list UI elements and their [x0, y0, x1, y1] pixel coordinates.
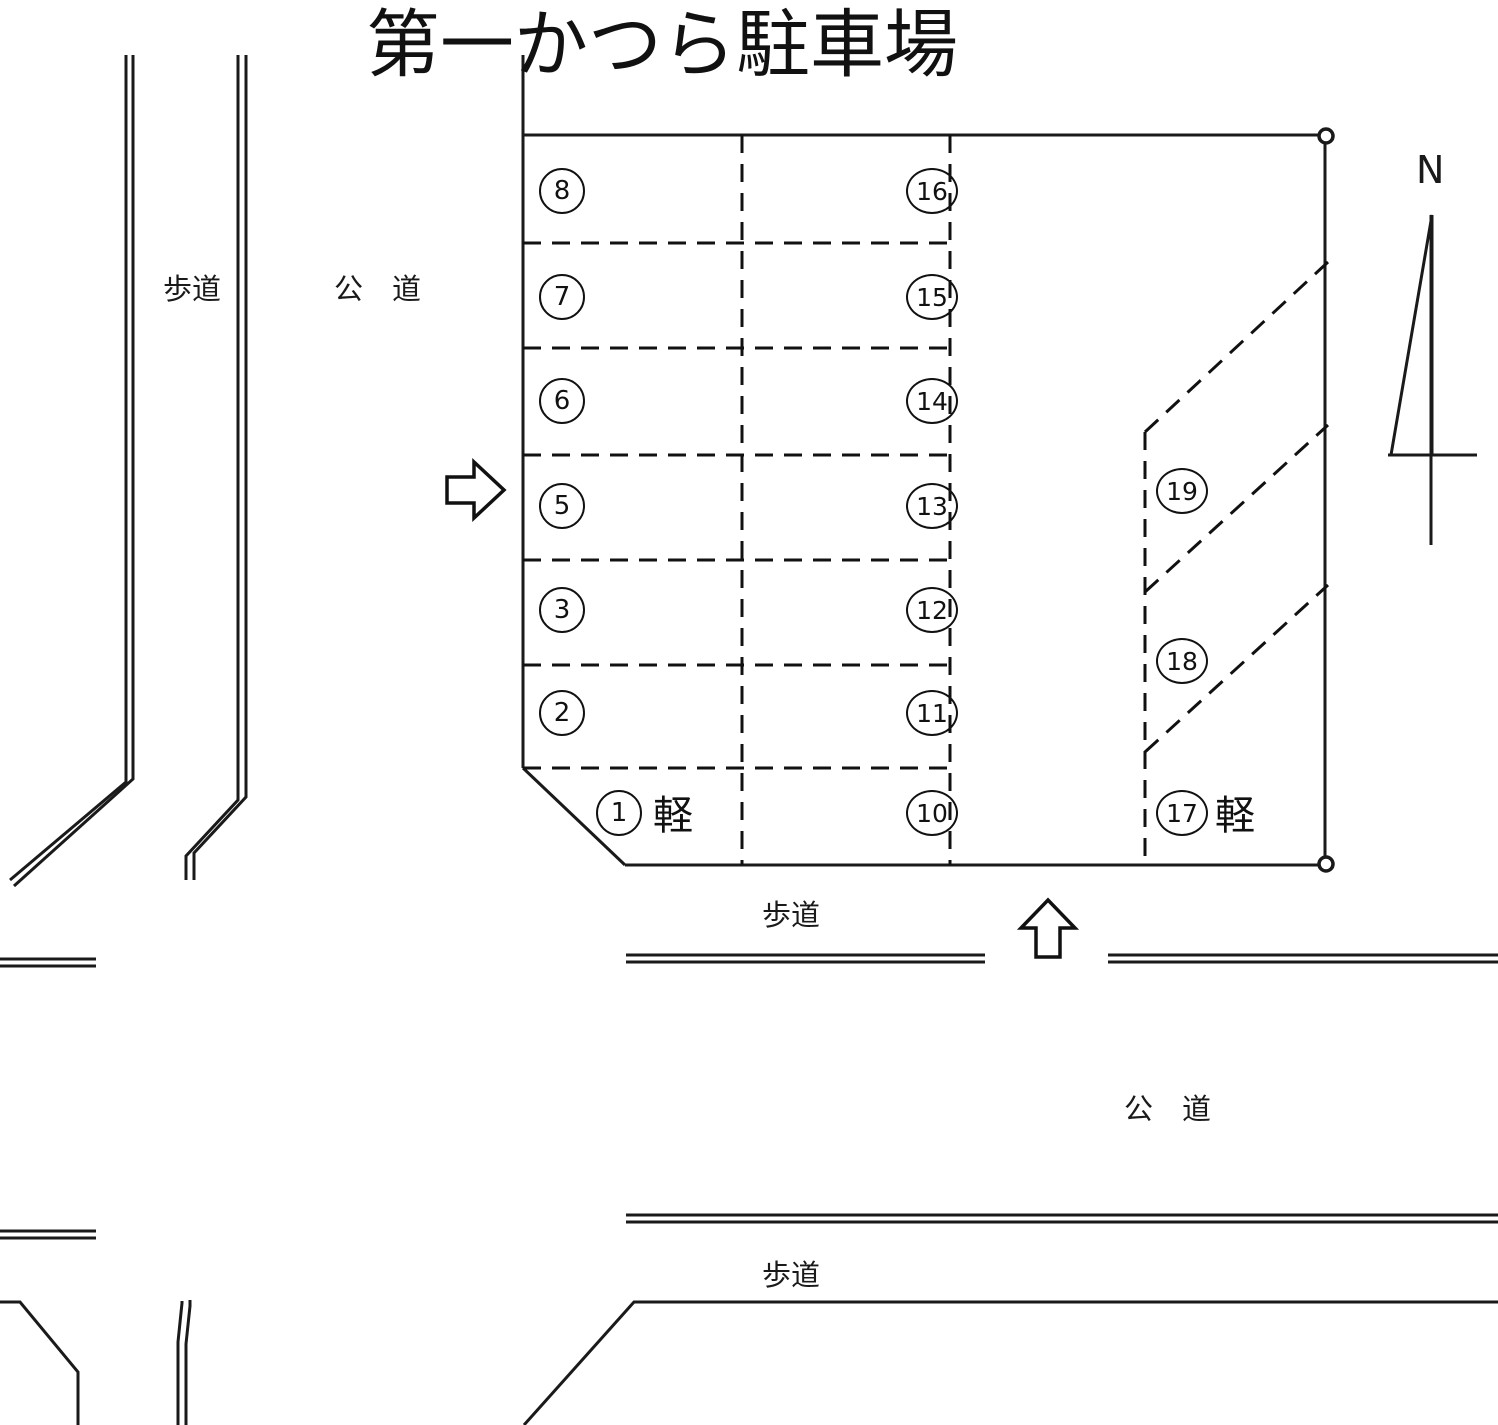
stall-number-13[interactable]: 13 [906, 483, 958, 529]
stall-number-6[interactable]: 6 [539, 378, 585, 424]
corner-marker-southeast [1317, 855, 1335, 873]
stall-17-kei-label: 軽 [1215, 793, 1255, 839]
stall-number-14[interactable]: 14 [906, 378, 958, 424]
label-sidewalk-south-lower: 歩道 [762, 1258, 821, 1292]
west-road-linework [9, 55, 248, 888]
stall-1-kei-label: 軽 [653, 793, 693, 839]
stall-number-18[interactable]: 18 [1156, 638, 1208, 684]
survey-corner-markers [1317, 127, 1335, 873]
stall-number-16[interactable]: 16 [906, 168, 958, 214]
corner-marker-northeast [1317, 127, 1335, 145]
stall-number-15[interactable]: 15 [906, 274, 958, 320]
angled-divider-19-top [1143, 260, 1330, 434]
stall-number-2[interactable]: 2 [539, 690, 585, 736]
angled-divider-19-18 [1143, 423, 1330, 594]
stall-number-1[interactable]: 1 [596, 790, 642, 836]
entrance-arrow-south [1016, 897, 1080, 959]
entrance-arrow-west [445, 457, 507, 523]
stall-dividers-horizontal [523, 241, 950, 770]
label-sidewalk-south-upper: 歩道 [762, 898, 821, 932]
stall-number-5[interactable]: 5 [539, 483, 585, 529]
bottom-center-block-linework [522, 1300, 1498, 1425]
south-road-linework [626, 953, 1498, 1224]
page-title: 第一かつら駐車場 [0, 8, 1498, 82]
angled-stall-section [1143, 260, 1330, 865]
stall-number-8[interactable]: 8 [539, 168, 585, 214]
stall-number-12[interactable]: 12 [906, 587, 958, 633]
compass-north-label: N [1416, 148, 1445, 192]
stall-number-19[interactable]: 19 [1156, 468, 1208, 514]
label-sidewalk-west: 歩道 [163, 272, 222, 306]
stall-number-10[interactable]: 10 [906, 790, 958, 836]
stall-number-3[interactable]: 3 [539, 587, 585, 633]
stall-number-11[interactable]: 11 [906, 690, 958, 736]
page-title-text: 第一かつら駐車場 [366, 2, 958, 88]
stall-number-17[interactable]: 17 [1156, 790, 1208, 836]
southwest-intersection-linework [0, 957, 96, 1240]
stall-number-7[interactable]: 7 [539, 274, 585, 320]
label-public-road-west: 公 道 [334, 272, 422, 306]
angled-divider-18-17 [1143, 583, 1330, 754]
label-public-road-south: 公 道 [1124, 1092, 1212, 1126]
north-arrow-icon [1388, 214, 1477, 545]
bottom-left-block-linework [0, 1300, 192, 1425]
